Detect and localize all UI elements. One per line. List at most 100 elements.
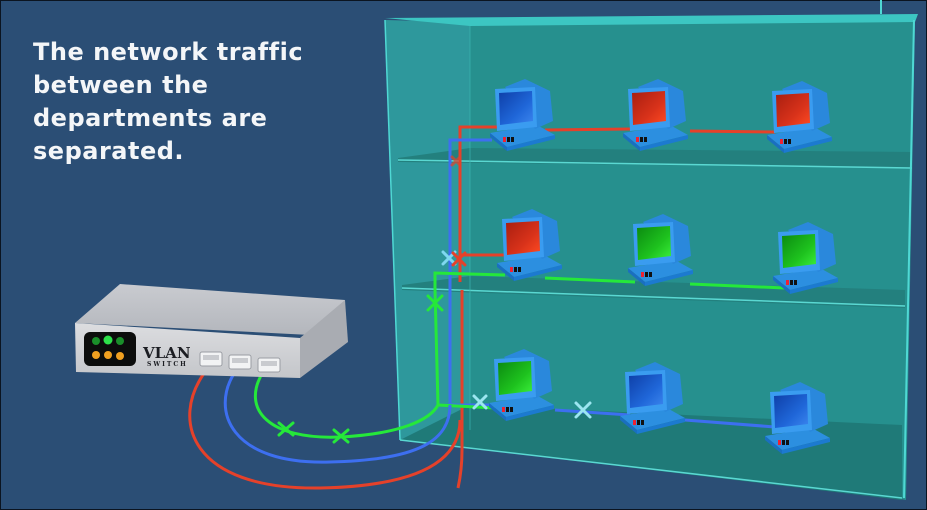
computer-base-side xyxy=(490,133,507,151)
packet-markers xyxy=(277,155,592,444)
computer-base xyxy=(490,125,555,147)
computer-port xyxy=(510,267,513,272)
computer-port xyxy=(645,272,648,277)
screen-blue xyxy=(499,91,533,125)
computer-base xyxy=(497,255,562,277)
computer-port xyxy=(794,280,797,285)
screen-red xyxy=(506,221,540,255)
red-vlan-riser xyxy=(456,290,464,489)
red-vlan-floor2-branch xyxy=(458,125,500,282)
vlan-cables-building xyxy=(433,125,786,489)
shelf-floor-2 xyxy=(402,276,905,308)
led-orange xyxy=(104,351,112,359)
computer[interactable] xyxy=(773,222,838,294)
screen-red xyxy=(632,91,666,125)
computer-port xyxy=(636,137,639,142)
caption-line-1: The network traffic xyxy=(33,38,304,66)
screen-red xyxy=(776,93,810,127)
shelf-3-edge xyxy=(397,159,913,169)
red-vlan-floor3-link xyxy=(544,127,776,134)
computer-port xyxy=(782,440,785,445)
caption-line-4: separated. xyxy=(33,137,185,165)
computer[interactable] xyxy=(497,209,562,281)
computer[interactable] xyxy=(489,349,554,421)
building-top xyxy=(385,14,918,26)
red-cable xyxy=(188,371,462,490)
computer-base-front xyxy=(784,137,832,153)
switch-port-2[interactable] xyxy=(228,354,252,370)
computer-port xyxy=(637,420,640,425)
computer-base-front xyxy=(782,438,830,454)
shelf-floor-3 xyxy=(398,148,912,168)
screen-green xyxy=(637,226,671,260)
computer-port xyxy=(502,407,505,412)
red-packet-marker xyxy=(450,155,462,167)
computer[interactable] xyxy=(765,382,830,454)
computer[interactable] xyxy=(767,81,832,153)
switch-port-3[interactable] xyxy=(257,357,281,373)
led-green xyxy=(103,335,113,345)
switch-port-1[interactable] xyxy=(199,351,223,367)
computer-port xyxy=(641,420,644,425)
vlan-switch[interactable]: VLAN SWITCH xyxy=(75,284,348,378)
computer-port xyxy=(786,280,789,285)
computer-base-side xyxy=(628,268,645,286)
computer-base xyxy=(623,125,688,147)
blue-packet-marker xyxy=(574,401,592,419)
building-right-edge xyxy=(903,19,915,499)
computer-port xyxy=(514,267,517,272)
computer-base-front xyxy=(507,135,555,151)
building-bottom-edge xyxy=(399,439,903,499)
computer-port xyxy=(518,267,521,272)
computer-base xyxy=(489,395,554,417)
led-green xyxy=(92,337,100,345)
computer[interactable] xyxy=(620,362,685,434)
switch-sublabel: SWITCH xyxy=(147,361,188,368)
blue-cable xyxy=(223,371,452,464)
computer-base-side xyxy=(620,416,637,434)
computer-port xyxy=(510,407,513,412)
computer-base-front xyxy=(645,270,693,286)
switch-side xyxy=(300,300,348,378)
green-packet-marker xyxy=(426,294,444,312)
screen-blue xyxy=(629,374,663,408)
caption-text: The network traffic between the departme… xyxy=(33,36,333,168)
screen-green xyxy=(782,234,816,268)
switch-label: VLAN xyxy=(142,344,191,362)
caption-line-3: departments are xyxy=(33,104,268,132)
computer[interactable] xyxy=(628,214,693,286)
blue-vlan-riser xyxy=(448,138,492,405)
computer-port xyxy=(788,139,791,144)
computer-base-front xyxy=(637,418,685,434)
building-front-edge xyxy=(384,19,401,441)
computer-port xyxy=(507,137,510,142)
computer-base xyxy=(767,127,832,149)
computer-base xyxy=(620,408,685,430)
computer[interactable] xyxy=(623,79,688,151)
green-vlan-riser xyxy=(433,271,506,406)
computer-port xyxy=(506,407,509,412)
green-packet-marker xyxy=(277,421,295,437)
computer-port xyxy=(790,280,793,285)
switch-top xyxy=(75,284,345,336)
red-packet-marker xyxy=(451,251,467,267)
computer-port xyxy=(641,272,644,277)
computer-base xyxy=(765,428,830,450)
computer-base xyxy=(773,268,838,290)
led-orange xyxy=(92,351,100,359)
computer-port xyxy=(503,137,506,142)
computer-base-side xyxy=(623,133,640,151)
computer-base-side xyxy=(497,263,514,281)
computer-base-side xyxy=(765,436,782,454)
screen-green xyxy=(498,361,532,395)
computer-port xyxy=(633,420,636,425)
computer[interactable] xyxy=(490,79,555,151)
computers xyxy=(489,79,838,454)
computer-port xyxy=(778,440,781,445)
computer-port xyxy=(780,139,783,144)
computer-port xyxy=(644,137,647,142)
computer-base-side xyxy=(767,135,784,153)
computer-base xyxy=(628,260,693,282)
computer-base-front xyxy=(506,405,554,421)
computer-port xyxy=(786,440,789,445)
